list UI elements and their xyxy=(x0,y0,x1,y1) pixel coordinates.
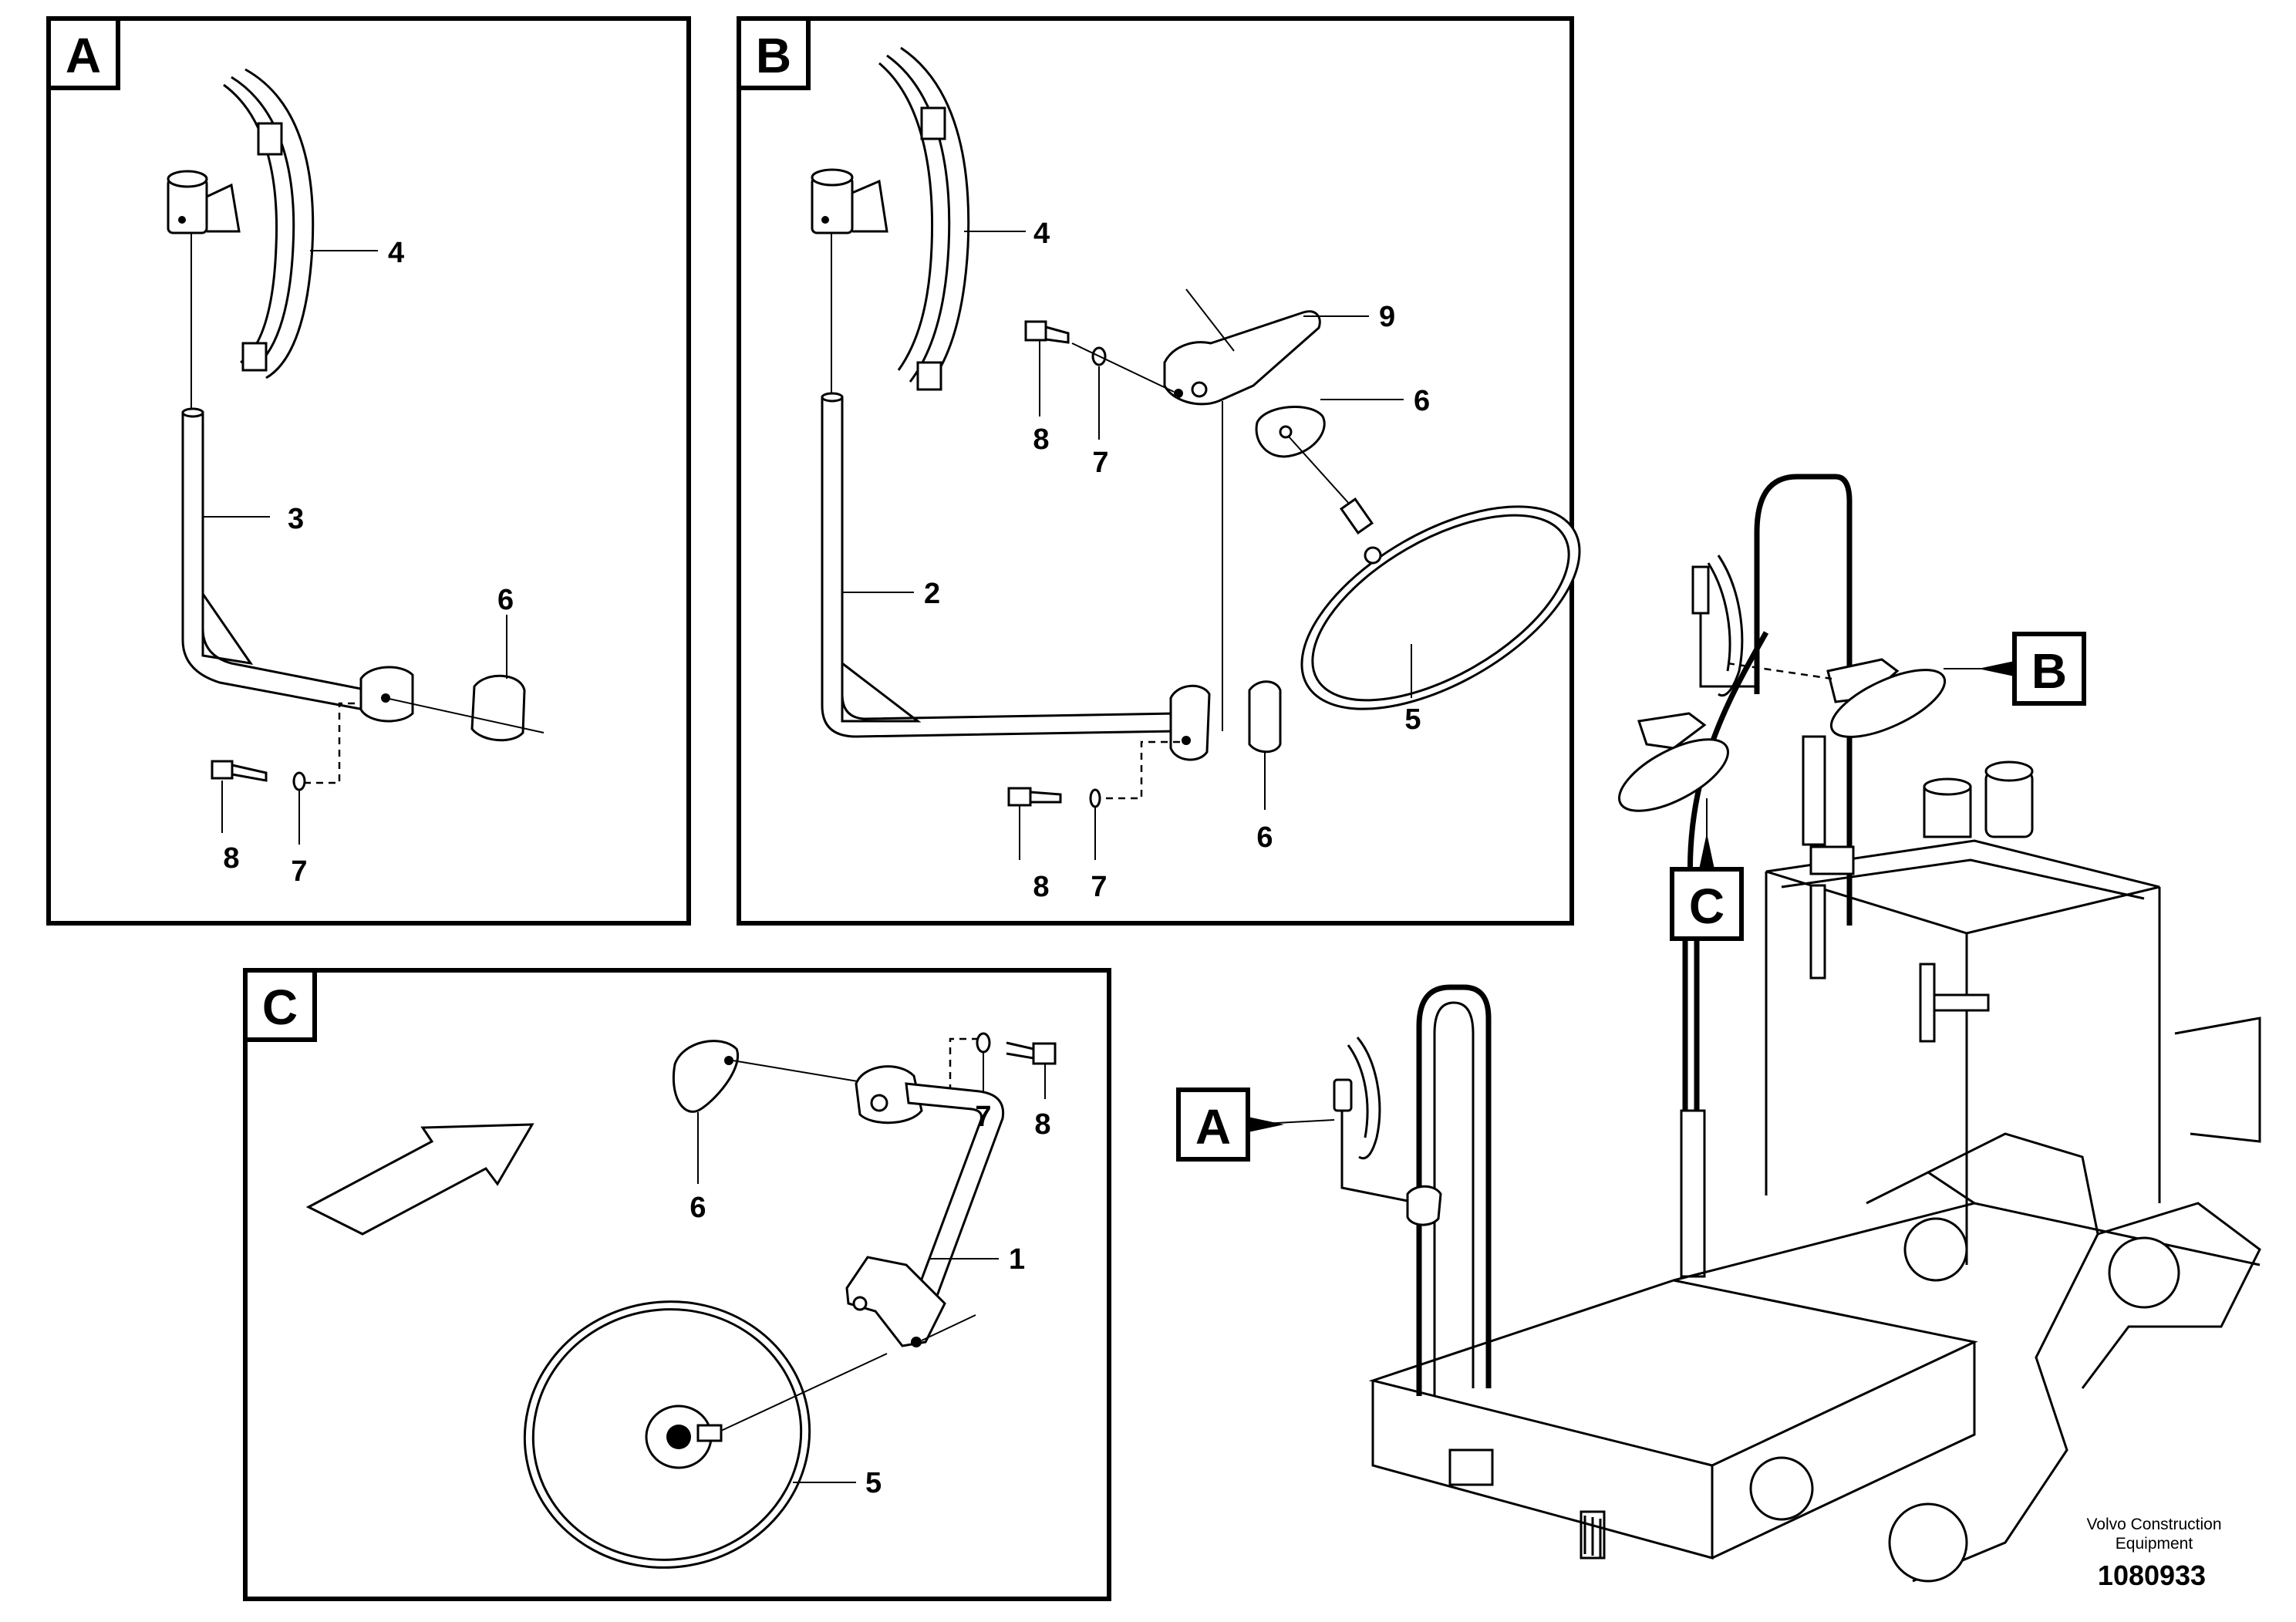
callout-c-6: 6 xyxy=(689,1192,706,1224)
panel-a-top-mirror xyxy=(167,68,315,409)
panel-c-washer xyxy=(976,1032,991,1054)
overview-chassis xyxy=(1368,1017,2261,1583)
panel-c-frame xyxy=(243,968,1111,1601)
callout-c-5: 5 xyxy=(865,1467,882,1499)
callout-b-9: 9 xyxy=(1379,301,1395,333)
panel-b: B xyxy=(737,16,1581,926)
panel-b-screw-upper xyxy=(1024,320,1070,344)
callout-b-7-lower: 7 xyxy=(1091,871,1107,903)
panel-c-round-mirror xyxy=(523,1300,888,1569)
company-name-line1: Volvo Construction xyxy=(2086,1516,2221,1533)
panel-c-screw xyxy=(1006,1041,1057,1065)
callout-a-7: 7 xyxy=(291,855,307,888)
view-direction-arrow xyxy=(305,1123,534,1236)
overview-tag-a: A xyxy=(1176,1088,1335,1162)
panel-a-dashed-path xyxy=(305,702,355,784)
panel-b-letter-box xyxy=(737,16,811,90)
panel-b-top-mirror xyxy=(811,46,970,393)
panel-c-dashed-path xyxy=(949,1037,978,1091)
svg-text:B: B xyxy=(2031,643,2067,699)
callout-a-3: 3 xyxy=(288,503,304,535)
panel-b-bracket xyxy=(1163,288,1321,406)
callout-b-8-lower: 8 xyxy=(1033,871,1049,903)
panel-a-letter-box xyxy=(46,16,120,90)
callout-b-8-upper: 8 xyxy=(1033,423,1049,456)
panel-a-arm xyxy=(181,407,414,723)
company-name-line2: Equipment xyxy=(2116,1535,2193,1553)
callout-b-6-lower: 6 xyxy=(1256,821,1273,854)
panel-b-washer-lower xyxy=(1089,788,1101,808)
panel-a: A xyxy=(46,16,691,926)
svg-text:C: C xyxy=(1689,878,1725,934)
panel-a-letter: A xyxy=(66,28,101,83)
overview-tag-c: C xyxy=(1670,798,1744,941)
panel-b-ball-joint xyxy=(1340,497,1374,534)
rail-a xyxy=(1416,984,1492,1396)
overview-tank xyxy=(1765,760,2161,1265)
machine-overview: A B C xyxy=(1176,474,2261,1583)
svg-text:A: A xyxy=(1195,1099,1231,1155)
panel-b-screw-lower xyxy=(1007,787,1062,807)
callout-c-1: 1 xyxy=(1009,1243,1025,1276)
rail-b xyxy=(1754,474,1853,848)
panel-c-letter: C xyxy=(262,980,298,1035)
panel-a-washer xyxy=(292,771,306,791)
panel-a-cover xyxy=(470,674,526,742)
callout-b-4: 4 xyxy=(1033,218,1050,250)
overview-mirror-c xyxy=(1618,712,1729,812)
callout-b-5: 5 xyxy=(1404,703,1421,736)
drawing-footer: Volvo Construction Equipment 1080933 xyxy=(2086,1516,2221,1591)
callout-c-8: 8 xyxy=(1034,1108,1050,1141)
callout-a-8: 8 xyxy=(223,842,239,875)
panel-a-screw xyxy=(211,760,268,782)
panel-a-frame xyxy=(46,16,691,926)
panel-b-arm xyxy=(821,392,1211,761)
panel-b-dashed-path xyxy=(1100,740,1180,800)
callout-b-6-upper: 6 xyxy=(1414,385,1430,417)
overview-mirror-a xyxy=(1333,1037,1442,1226)
panel-b-round-mirror xyxy=(1300,505,1581,710)
callout-b-7-upper: 7 xyxy=(1092,447,1108,479)
panel-b-frame xyxy=(737,16,1574,926)
drawing-number: 1080933 xyxy=(2098,1560,2206,1591)
panel-c-arm xyxy=(845,1065,1005,1347)
panel-c-cover xyxy=(673,1040,740,1113)
callout-b-2: 2 xyxy=(924,578,940,610)
panel-c: C xyxy=(243,968,1111,1601)
panel-c-letter-box xyxy=(243,968,317,1042)
callout-a-6: 6 xyxy=(497,584,514,616)
overview-mirror-b xyxy=(1691,555,1947,738)
callout-a-4: 4 xyxy=(388,237,404,269)
panel-a-axis-line xyxy=(385,697,544,733)
callout-c-7: 7 xyxy=(975,1101,991,1133)
panel-b-mirror-shaft xyxy=(1287,435,1358,514)
panel-b-lower-cover xyxy=(1248,680,1282,754)
panel-b-letter: B xyxy=(756,28,791,83)
overview-tag-b: B xyxy=(1944,632,2086,706)
